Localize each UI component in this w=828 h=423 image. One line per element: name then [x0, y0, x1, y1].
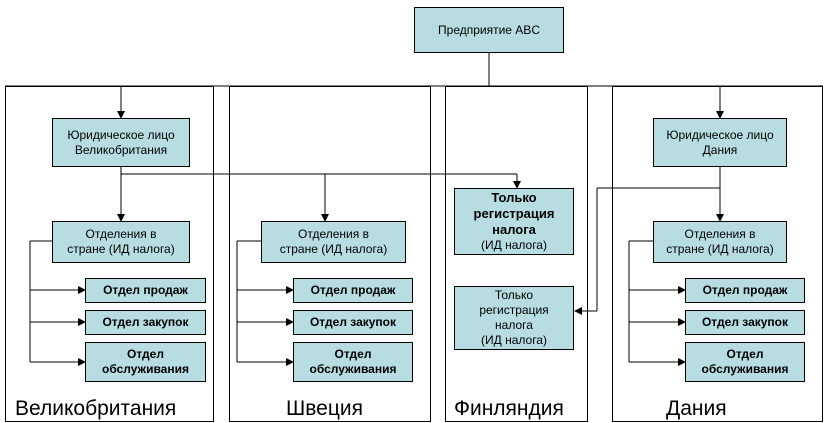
dk-service-dept-box: Отдел обслуживания — [685, 342, 805, 382]
frame-finland — [445, 86, 588, 422]
fi-tax-registration-uk-id: (ИД налога) — [481, 238, 547, 252]
uk-branch-box: Отделения в стране (ИД налога) — [52, 221, 190, 263]
country-label-denmark: Дания — [666, 397, 727, 420]
se-purchasing-dept-box: Отдел закупок — [293, 310, 413, 335]
frame-denmark — [612, 86, 823, 422]
frame-uk — [5, 86, 214, 422]
country-label-finland: Финляндия — [454, 397, 564, 420]
root-company-box: Предприятие ABC — [414, 7, 564, 53]
country-label-sweden: Швеция — [286, 397, 363, 420]
uk-purchasing-dept-box: Отдел закупок — [85, 310, 206, 335]
fi-tax-registration-uk-box: Только регистрация налога (ИД налога) — [454, 188, 574, 255]
dk-branch-box: Отделения в стране (ИД налога) — [653, 221, 787, 263]
fi-tax-registration-dk-box: Только регистрация налога (ИД налога) — [454, 286, 574, 350]
dk-purchasing-dept-box: Отдел закупок — [685, 310, 805, 335]
country-label-uk: Великобритания — [15, 397, 177, 420]
se-service-dept-box: Отдел обслуживания — [293, 342, 413, 382]
dk-sales-dept-box: Отдел продаж — [685, 278, 805, 303]
frame-sweden — [229, 86, 431, 422]
fi-tax-registration-uk-title: Только регистрация налога — [473, 190, 555, 237]
se-branch-box: Отделения в стране (ИД налога) — [261, 221, 406, 263]
se-sales-dept-box: Отдел продаж — [293, 278, 413, 303]
dk-legal-entity-box: Юридическое лицо Дания — [653, 118, 787, 167]
uk-service-dept-box: Отдел обслуживания — [85, 342, 206, 382]
uk-legal-entity-box: Юридическое лицо Великобритания — [52, 118, 190, 167]
uk-sales-dept-box: Отдел продаж — [85, 278, 206, 303]
